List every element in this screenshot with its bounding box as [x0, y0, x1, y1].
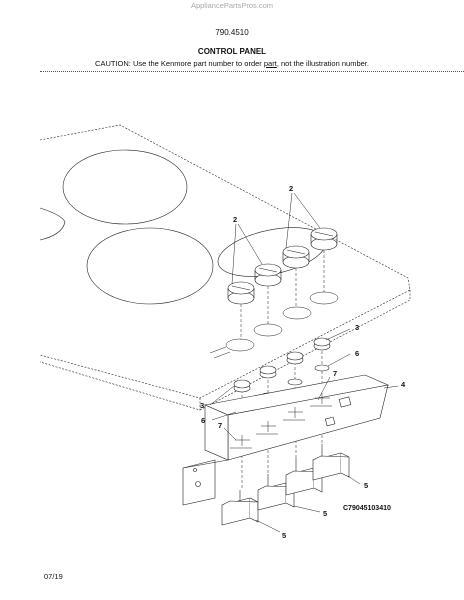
burner-element-partial: [39, 207, 66, 241]
callout-2-lower: 2: [233, 215, 237, 224]
infinite-switches: [221, 444, 350, 526]
control-knobs-upper: [227, 227, 338, 305]
illustration-code: C79045103410: [343, 505, 391, 512]
knob-4: [310, 227, 338, 251]
knob-3: [282, 245, 310, 269]
bezel-3: [286, 351, 304, 365]
bezel-2: [259, 365, 277, 379]
switch-4: [312, 444, 350, 481]
callout-5-middle: 5: [323, 509, 327, 518]
washer-3: [287, 378, 303, 386]
knob-2: [254, 263, 282, 287]
bezel-1: [233, 379, 251, 393]
callout-2-upper: 2: [289, 184, 293, 193]
header-divider: [40, 71, 464, 72]
callout-3-left: 3: [200, 401, 204, 410]
burner-element-back-left: [62, 149, 188, 225]
control-bracket: [182, 374, 390, 506]
callout-6-right: 6: [355, 349, 359, 358]
callout-labels: 2 2 3 3 4 5 5 5 6 6 7 7: [200, 184, 406, 540]
section-title: CONTROL PANEL: [197, 47, 267, 56]
caution-prefix: CAUTION: Use the Kenmore part number to …: [95, 59, 264, 68]
screws-and-brackets: [230, 393, 332, 449]
callout-7-right: 7: [333, 369, 337, 378]
bezel-4: [313, 337, 331, 351]
caution-note: CAUTION: Use the Kenmore part number to …: [0, 59, 464, 68]
switch-1: [221, 490, 259, 526]
switch-2: [257, 474, 295, 511]
callout-7-left: 7: [218, 421, 222, 430]
callout-5-lower: 5: [282, 531, 286, 540]
knob-1: [227, 281, 255, 305]
washer-4: [314, 364, 330, 372]
revision-date: 07/19: [44, 572, 63, 581]
cooktop-glass: [39, 124, 411, 411]
burner-element-front-left: [86, 227, 214, 305]
watermark-text: AppliancePartsPros.com: [190, 1, 274, 10]
callout-5-right: 5: [364, 481, 368, 490]
callout-6-left: 6: [201, 416, 205, 425]
model-number: 790.4510: [215, 28, 249, 37]
part-link[interactable]: part: [263, 59, 277, 68]
callout-4: 4: [401, 380, 406, 389]
caution-suffix: , not the illustration number.: [276, 59, 369, 68]
callout-leaders: [209, 192, 399, 533]
callout-3-right: 3: [355, 323, 359, 332]
